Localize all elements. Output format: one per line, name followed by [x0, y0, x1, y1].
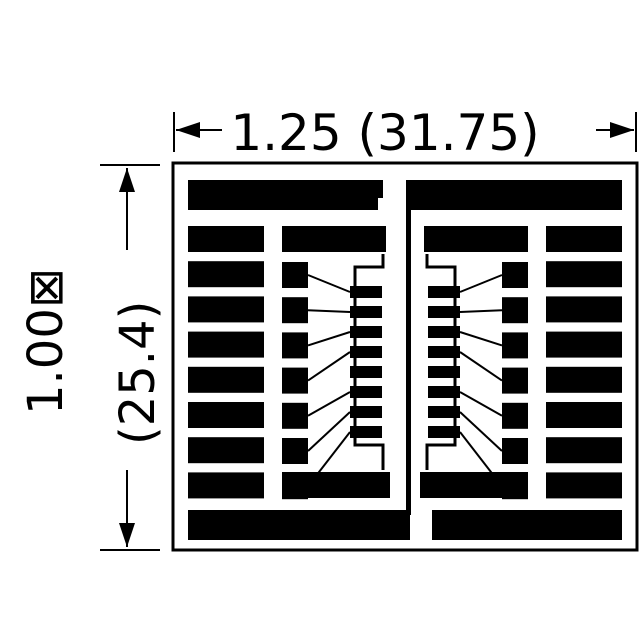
ic-pad-right: [428, 406, 460, 418]
top-bar-right: [406, 180, 622, 210]
width-label: 1.25 (31.75): [230, 104, 539, 162]
edge-pads-left: [188, 226, 264, 499]
side-pad-left: [282, 367, 308, 394]
edge-pad-right: [546, 331, 622, 358]
ic-pad-left: [350, 286, 382, 298]
ic-pad-left: [350, 366, 382, 378]
side-pad-right: [502, 297, 528, 324]
ic-pad-right: [428, 346, 460, 358]
side-pad-right: [502, 438, 528, 464]
ic-pad-right: [428, 326, 460, 338]
width-arrow-left: [176, 122, 200, 138]
trace-left: [307, 351, 351, 382]
ic-pad-left: [350, 406, 382, 418]
trace-right: [459, 274, 503, 293]
edge-pad-right: [546, 226, 622, 252]
rail-connector-center: [406, 180, 411, 515]
ic-pads-left: [350, 286, 382, 438]
rail-stub-left: [378, 180, 383, 198]
ic-pad-right: [428, 426, 460, 438]
width-arrow-right: [610, 122, 634, 138]
trace-left: [307, 309, 351, 313]
bottom-bar-right: [432, 510, 622, 540]
inner-bar-top-left: [282, 226, 386, 252]
edge-pad-right: [546, 472, 622, 499]
edge-pad-left: [188, 261, 264, 288]
board-outline: [171, 161, 639, 552]
copper-layer: [188, 180, 622, 540]
ic-pad-left: [350, 426, 382, 438]
trace-left: [307, 274, 351, 293]
edge-pad-left: [188, 226, 264, 252]
side-pad-right: [502, 262, 528, 288]
height-arrow-bottom: [119, 523, 135, 547]
trace-left: [307, 431, 351, 487]
edge-pads-right: [546, 226, 622, 499]
side-pads-left: [282, 262, 308, 500]
edge-pad-right: [546, 437, 622, 464]
traces: [307, 274, 503, 487]
height-dimension: 1.00⊠ (25.4): [18, 164, 166, 551]
ic-bracket-right: [425, 254, 457, 470]
top-bar-left: [188, 180, 378, 210]
trace-right: [459, 309, 503, 313]
edge-pad-right: [546, 261, 622, 288]
ic-pad-right: [428, 286, 460, 298]
height-inch-group: 1.00⊠: [18, 268, 74, 415]
trace-left: [307, 411, 351, 452]
inch-symbol-icon: ⊠: [18, 268, 74, 308]
height-arrow-top: [119, 168, 135, 192]
side-pads-right: [502, 262, 528, 500]
height-inch-value: 1.00: [18, 308, 74, 415]
side-pad-right: [502, 367, 528, 394]
height-inch-label: 1.00⊠: [18, 268, 74, 415]
side-pad-right: [502, 473, 528, 500]
ic-pad-left: [350, 386, 382, 398]
edge-pad-left: [188, 472, 264, 499]
side-pad-left: [282, 332, 308, 359]
inner-bar-top-right: [424, 226, 528, 252]
width-dimension: 1.25 (31.75): [173, 104, 637, 162]
center-gap: [398, 212, 404, 508]
ic-pads-right: [428, 286, 460, 438]
edge-pad-left: [188, 296, 264, 323]
side-pad-left: [282, 262, 308, 288]
ic-pad-right: [428, 366, 460, 378]
edge-pad-left: [188, 402, 264, 428]
ic-pad-left: [350, 326, 382, 338]
ic-bracket-left: [353, 254, 385, 470]
edge-pad-right: [546, 296, 622, 323]
trace-left: [307, 391, 351, 417]
side-pad-left: [282, 297, 308, 324]
ic-pad-left: [350, 306, 382, 318]
edge-pad-left: [188, 437, 264, 464]
edge-pad-left: [188, 366, 264, 393]
trace-right: [459, 351, 503, 382]
trace-right: [459, 331, 503, 347]
trace-left: [307, 331, 351, 347]
ic-pad-right: [428, 306, 460, 318]
edge-pad-right: [546, 366, 622, 393]
ic-pad-right: [428, 386, 460, 398]
height-mm-group: (25.4): [110, 301, 166, 445]
height-mm-label: (25.4): [110, 301, 166, 445]
side-pad-right: [502, 402, 528, 429]
trace-right: [459, 431, 503, 487]
side-pad-left: [282, 473, 308, 500]
side-pad-right: [502, 332, 528, 359]
side-pad-left: [282, 402, 308, 429]
trace-right: [459, 391, 503, 417]
edge-pad-left: [188, 331, 264, 358]
edge-pad-right: [546, 402, 622, 428]
side-pad-left: [282, 438, 308, 464]
ic-pad-left: [350, 346, 382, 358]
trace-right: [459, 411, 503, 452]
bottom-bar-left: [188, 510, 410, 540]
